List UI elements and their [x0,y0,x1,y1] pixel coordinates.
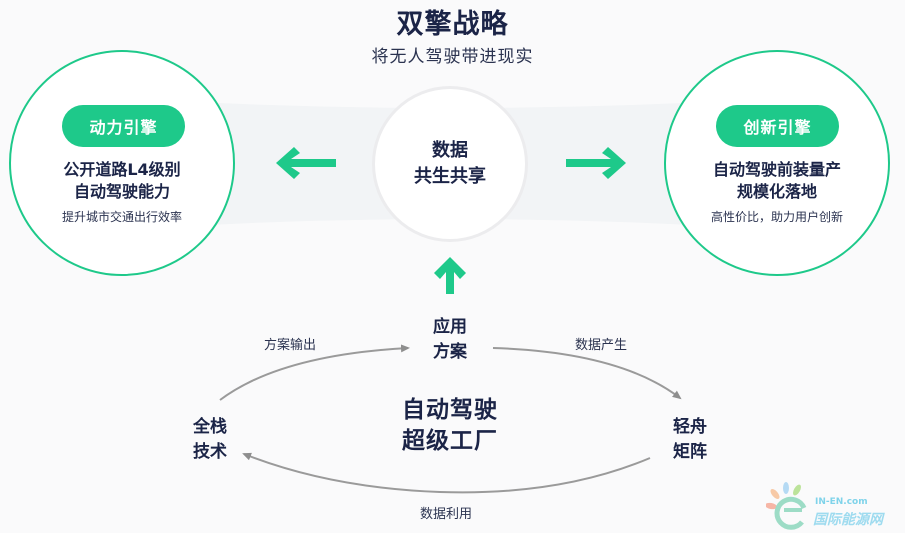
arc-left-to-top [219,344,410,401]
arrow-right-icon [566,147,626,179]
power-engine-badge: 动力引擎 [62,105,185,147]
power-engine-description: 提升城市交通出行效率 [61,210,182,224]
watermark-name: 国际能源网 [813,512,883,528]
arc-right-to-left [242,452,651,494]
core-title-line-1: 自动驾驶 [402,397,498,423]
node-fullstack-line-2: 技术 [193,442,227,462]
edge-label-data-generation: 数据产生 [575,338,628,353]
node-application-line-2: 方案 [433,342,467,362]
power-engine-headline-1: 公开道路L4级别 [63,160,181,179]
page-subtitle: 将无人驾驶带进现实 [371,47,534,67]
power-engine-headline-2: 自动驾驶能力 [73,182,170,201]
node-qingzhou-line-2: 矩阵 [673,442,707,462]
watermark-domain: IN-EN.com [815,497,868,507]
hub-line-1: 数据 [432,140,468,161]
edge-label-solution-output: 方案输出 [264,338,317,353]
node-fullstack-line-1: 全栈 [193,417,227,437]
hub-line-2: 共生共享 [414,166,486,187]
arc-top-to-right [492,347,682,400]
innovation-engine-headline-1: 自动驾驶前装量产 [712,160,841,179]
power-engine-circle [9,50,235,276]
arrow-up-icon [434,257,466,294]
node-qingzhou-line-1: 轻舟 [673,417,707,437]
data-sharing-hub: 数据 共生共享 [372,86,528,242]
core-title-line-2: 超级工厂 [402,428,498,454]
node-application-line-1: 应用 [433,317,467,337]
innovation-engine-circle [664,50,890,276]
watermark-sun-logo-icon [766,482,807,530]
page-title: 双擎战略 [396,9,509,40]
arrow-left-icon [276,147,336,179]
innovation-engine-badge: 创新引擎 [716,105,839,147]
edge-label-data-utilization: 数据利用 [420,507,473,522]
innovation-engine-headline-2: 规模化落地 [736,182,817,201]
innovation-engine-description: 高性价比，助力用户创新 [710,210,843,224]
